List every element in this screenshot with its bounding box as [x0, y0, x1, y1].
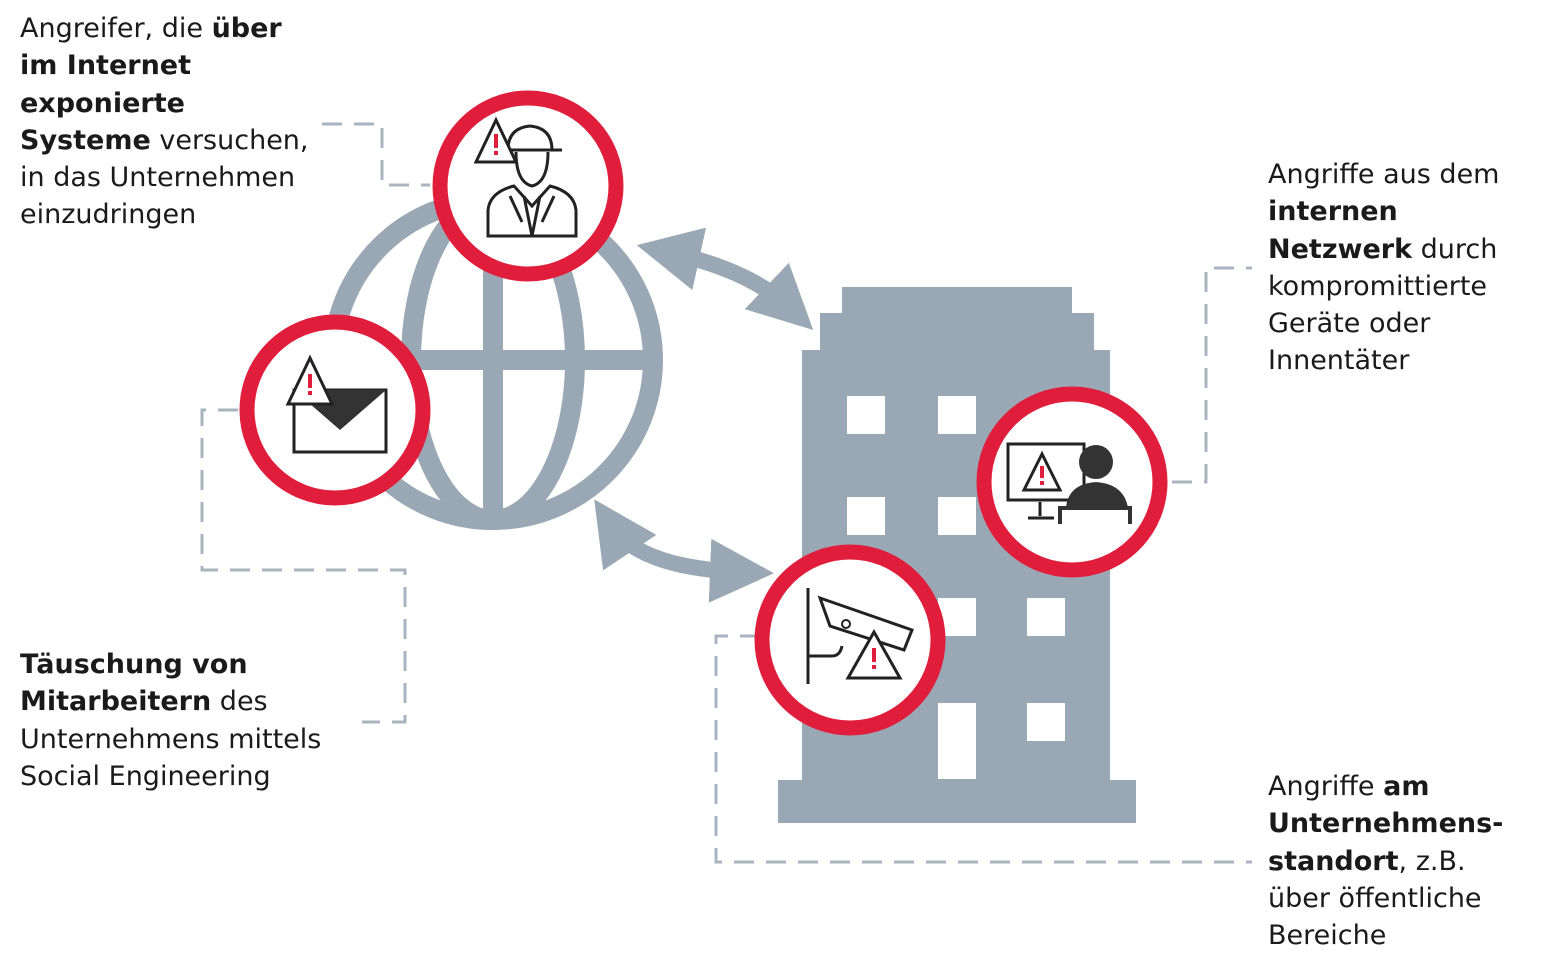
label-internet-attackers: Angreifer, die über im Internet exponier…	[20, 10, 309, 234]
text-bold: exponierte	[20, 87, 185, 119]
text-bold: Systeme	[20, 124, 151, 156]
text: Angreifer, die	[20, 13, 212, 44]
arrow-globe-building-bottom	[594, 499, 774, 603]
connector-internet	[322, 122, 430, 187]
text-bold: am	[1383, 771, 1430, 802]
text: über öffentliche	[1268, 882, 1482, 914]
text-bold: Unternehmens-	[1268, 808, 1504, 840]
text-bold: im Internet	[20, 50, 192, 82]
text-bold: internen	[1268, 196, 1398, 228]
label-internal-network: Angriffe aus dem internen Netzwerk durch…	[1268, 156, 1499, 380]
insider-computer-icon	[976, 386, 1168, 578]
label-social-engineering: Täuschung von Mitarbeitern des Unternehm…	[20, 646, 321, 795]
double-arrows	[594, 227, 814, 603]
text: Angriffe aus dem	[1268, 159, 1500, 190]
text: versuchen,	[150, 124, 309, 156]
text-bold: Netzwerk	[1268, 233, 1413, 265]
text: Unternehmens mittels	[20, 723, 322, 755]
text-bold: über	[211, 13, 282, 44]
text: , z.B.	[1398, 845, 1466, 877]
building-windows	[847, 396, 1065, 779]
connector-social	[200, 408, 407, 724]
text-bold: Täuschung von	[20, 649, 248, 680]
text-bold: standort	[1268, 845, 1399, 877]
text: kompromittierte	[1268, 270, 1488, 302]
arrow-globe-building-top	[636, 227, 814, 331]
text: einzudringen	[20, 199, 197, 231]
text: in das Unternehmen	[20, 162, 296, 194]
text: Bereiche	[1268, 920, 1387, 952]
text: des	[211, 686, 268, 718]
text: Innentäter	[1268, 345, 1410, 377]
text: Geräte oder	[1268, 308, 1431, 340]
connector-lines	[200, 122, 1252, 864]
text: Social Engineering	[20, 760, 271, 792]
hacker-icon	[432, 90, 624, 282]
surveillance-camera-icon	[754, 544, 946, 736]
text: durch	[1412, 233, 1498, 265]
text-bold: Mitarbeitern	[20, 686, 212, 718]
text: Angriffe	[1268, 771, 1384, 802]
label-company-site: Angriffe am Unternehmens- standort, z.B.…	[1268, 768, 1503, 954]
phishing-mail-icon	[239, 314, 431, 506]
connector-internal	[1172, 266, 1252, 484]
